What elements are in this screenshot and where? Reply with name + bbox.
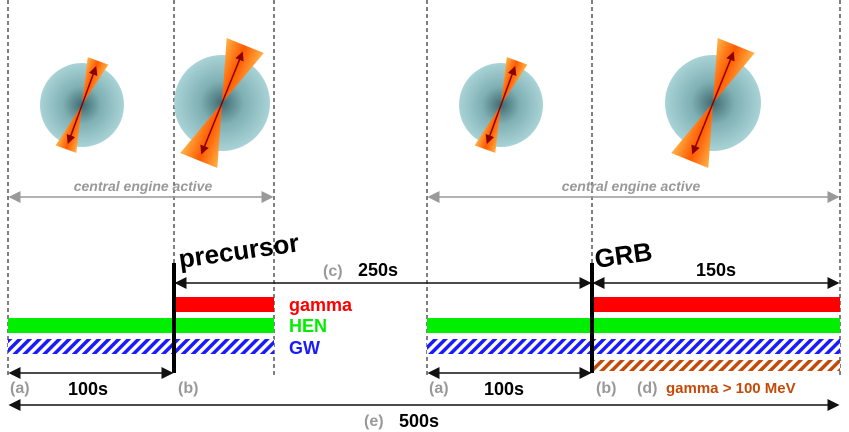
precursor-label: precursor: [177, 227, 301, 274]
legend-hen: HEN: [289, 316, 327, 336]
vertical-guides: [7, 0, 841, 375]
grb-label: GRB: [593, 236, 654, 274]
jet-sphere-4: [665, 38, 761, 168]
gamma-bar-left: [176, 297, 274, 312]
label-b-left: (b): [178, 380, 198, 397]
interval-150-value: 150s: [696, 260, 736, 280]
label-a-right: (a): [429, 380, 449, 397]
legend-gw: GW: [289, 338, 320, 358]
ce-active-label-left: central engine active: [74, 178, 213, 194]
jet-sphere-3: [459, 57, 543, 153]
label-a-left: (a): [10, 380, 30, 397]
value-100-left: 100s: [68, 379, 108, 399]
gamma-bar-right: [594, 297, 840, 312]
gamma-100mev-label: gamma > 100 MeV: [666, 380, 796, 397]
legend-gamma: gamma: [289, 295, 353, 315]
jet-sphere-2: [174, 38, 270, 168]
ce-active-label-right: central engine active: [562, 178, 701, 194]
value-500: 500s: [399, 411, 439, 431]
jet-sphere-1: [40, 57, 124, 153]
hen-bar-left: [8, 318, 274, 333]
gw-bar-left: [8, 339, 274, 354]
interval-c-letter: (c): [323, 263, 343, 280]
label-d: (d): [637, 380, 657, 397]
label-e: (e): [364, 413, 384, 430]
value-100-right: 100s: [484, 379, 524, 399]
interval-c-value: 250s: [358, 260, 398, 280]
hen-bar-right: [427, 318, 840, 333]
gamma-100mev-bar: [594, 360, 840, 371]
gw-bar-right: [427, 339, 840, 354]
label-b-right: (b): [596, 380, 616, 397]
